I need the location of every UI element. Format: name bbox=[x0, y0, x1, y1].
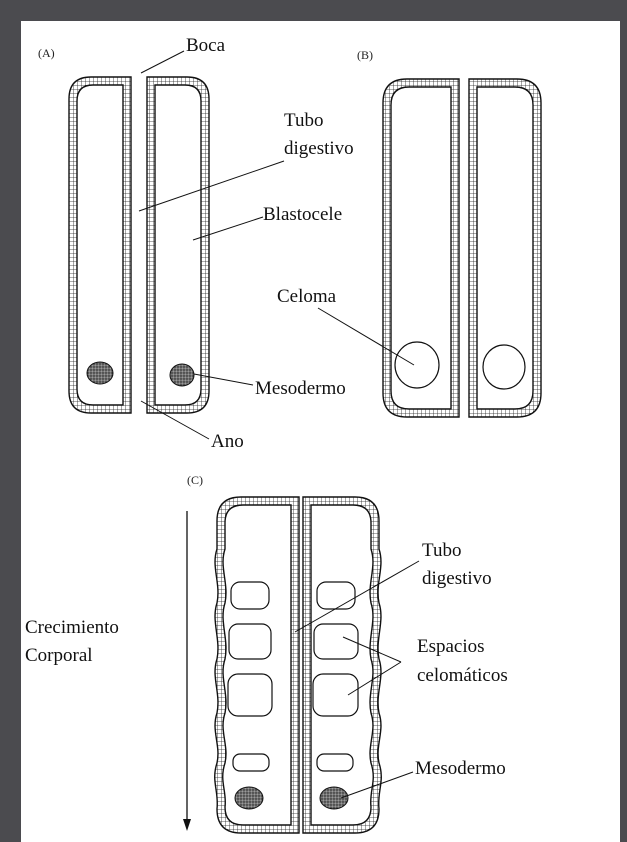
label-tubo-c: Tubo bbox=[422, 540, 461, 561]
diagram-page: (A) (B) (C) bbox=[21, 21, 620, 842]
label-celoma: Celoma bbox=[277, 286, 337, 307]
leader-celoma bbox=[318, 308, 414, 365]
label-crecimiento: Crecimiento bbox=[25, 617, 119, 638]
panel-c: (C) bbox=[183, 473, 381, 833]
coelomic-space-right-2 bbox=[314, 624, 358, 659]
embryo-c-right-half bbox=[303, 497, 381, 833]
label-ano: Ano bbox=[211, 431, 244, 452]
panel-a: (A) bbox=[38, 46, 209, 413]
label-digestivo-a: digestivo bbox=[284, 138, 354, 159]
coelomic-space-right-4 bbox=[317, 754, 353, 771]
panel-b-label: (B) bbox=[357, 48, 373, 62]
coelomic-space-left-3 bbox=[228, 674, 272, 716]
coelom-diagram: (A) (B) (C) bbox=[21, 21, 627, 842]
label-corporal: Corporal bbox=[25, 645, 93, 666]
mesoderm-c-left bbox=[235, 787, 263, 809]
coelomic-space-right-1 bbox=[317, 582, 355, 609]
label-blastocele: Blastocele bbox=[263, 204, 342, 225]
mesoderm-c-right bbox=[320, 787, 348, 809]
leader-boca bbox=[141, 51, 184, 73]
embryo-a-right-half bbox=[147, 77, 209, 413]
label-mesodermo-a: Mesodermo bbox=[255, 378, 346, 399]
embryo-c-left-half bbox=[215, 497, 299, 833]
coelom-b-right bbox=[483, 345, 525, 389]
panel-c-label: (C) bbox=[187, 473, 203, 487]
coelom-b-left bbox=[395, 342, 439, 388]
coelomic-space-left-4 bbox=[233, 754, 269, 771]
leader-tubo-digestivo-c bbox=[295, 561, 419, 632]
label-tubo-a: Tubo bbox=[284, 110, 323, 131]
coelomic-space-right-3 bbox=[313, 674, 358, 716]
label-espacios: Espacios bbox=[417, 636, 485, 657]
growth-arrow-head bbox=[183, 819, 191, 831]
label-mesodermo-c: Mesodermo bbox=[415, 758, 506, 779]
mesoderm-a-right bbox=[170, 364, 194, 386]
label-boca: Boca bbox=[186, 35, 226, 56]
panel-b: (B) bbox=[357, 48, 541, 417]
mesoderm-a-left bbox=[87, 362, 113, 384]
label-digestivo-c: digestivo bbox=[422, 568, 492, 589]
coelomic-space-left-1 bbox=[231, 582, 269, 609]
label-celomaticos: celomáticos bbox=[417, 665, 508, 686]
panel-a-label: (A) bbox=[38, 46, 55, 60]
coelomic-space-left-2 bbox=[229, 624, 271, 659]
